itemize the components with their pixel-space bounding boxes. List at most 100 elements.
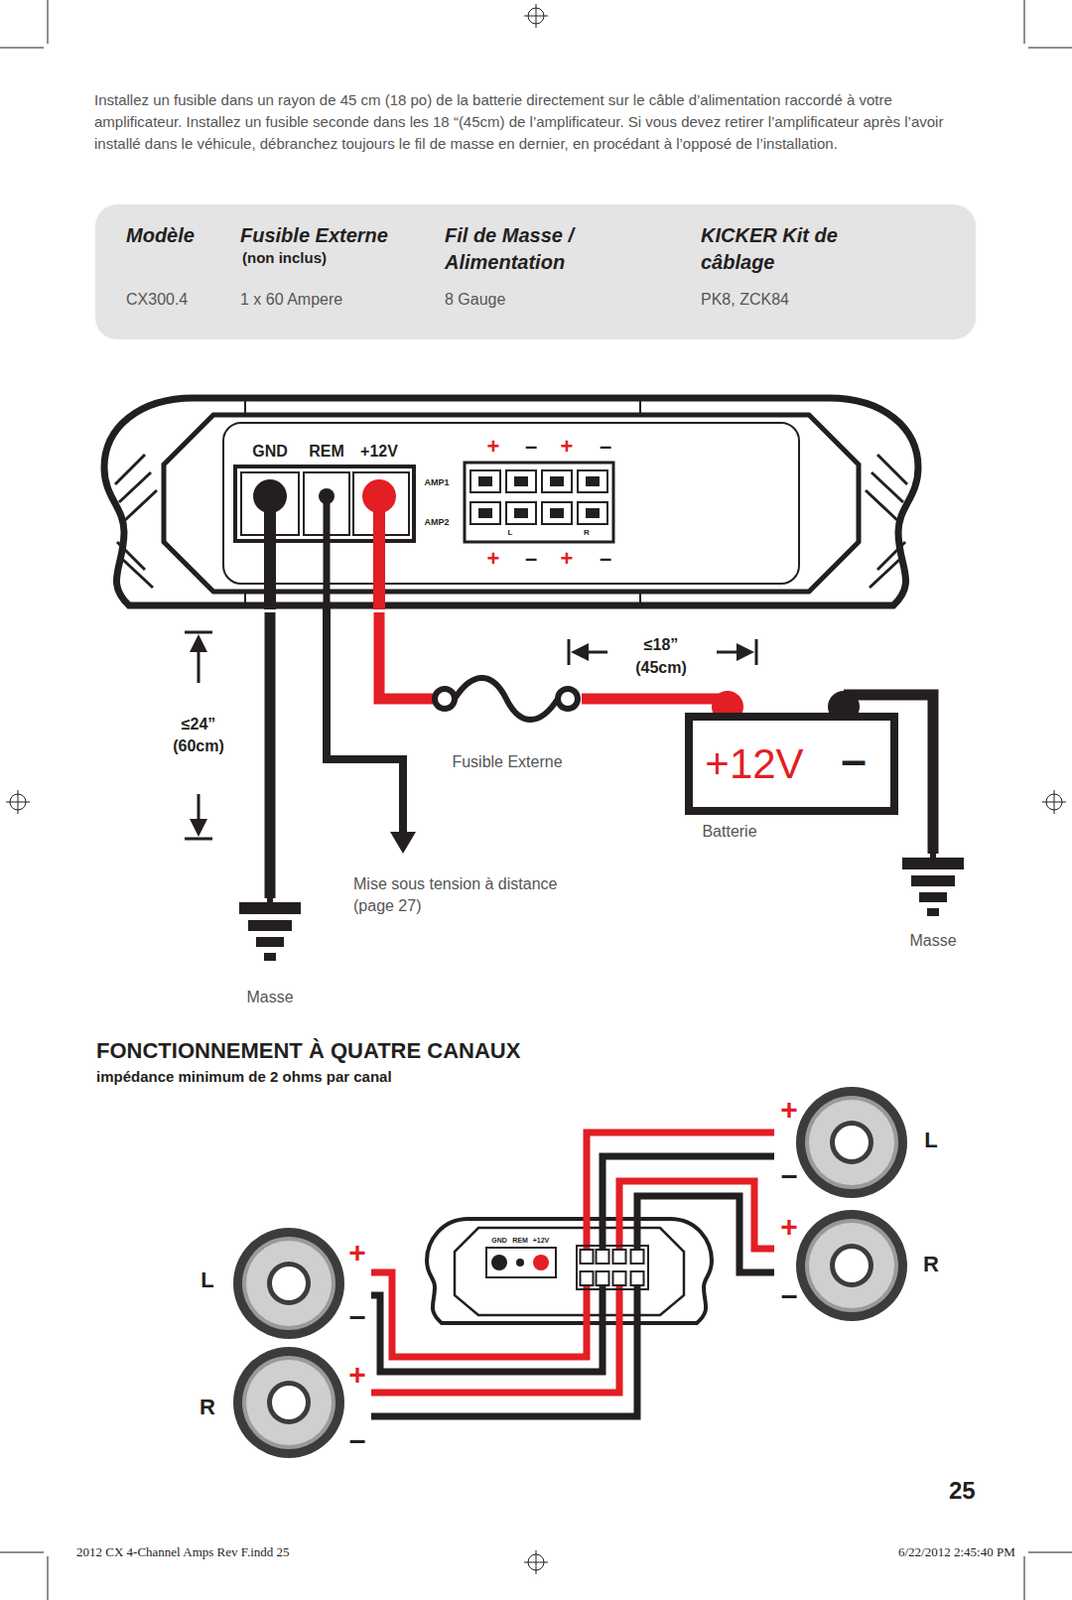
node-text: – bbox=[599, 545, 612, 572]
drawing-part bbox=[536, 3, 537, 28]
drawing-part bbox=[829, 1120, 874, 1165]
node-text: Batterie bbox=[701, 820, 757, 843]
drawing-part bbox=[464, 462, 614, 542]
node-text: + bbox=[560, 545, 574, 572]
drawing-part bbox=[834, 1248, 869, 1283]
node-text: R bbox=[199, 1394, 216, 1421]
drawing-part bbox=[47, 1556, 49, 1600]
drawing-part bbox=[688, 716, 895, 811]
drawing-part bbox=[17, 790, 19, 814]
drawing-part bbox=[1028, 47, 1072, 49]
remote-wire bbox=[326, 607, 416, 854]
drawing-part bbox=[549, 508, 564, 519]
drawing-part bbox=[478, 476, 493, 487]
amplifier-outline bbox=[99, 393, 924, 613]
node-text: + bbox=[560, 433, 574, 460]
amplifier: GNDREM+12V+–+–AMP1AMP2LR+–+– bbox=[99, 393, 924, 613]
drawing-part bbox=[1024, 1556, 1026, 1600]
drawing-part bbox=[577, 502, 608, 525]
drawing-part bbox=[0, 1552, 44, 1554]
drawing-part bbox=[567, 639, 571, 666]
drawing-part bbox=[1028, 1552, 1072, 1554]
drawing-part bbox=[919, 892, 947, 903]
node-text: – bbox=[781, 1277, 799, 1314]
speaker: + – L bbox=[774, 1080, 948, 1205]
node-text: Masse bbox=[246, 986, 293, 1009]
table-header: Fil de Masse / Alimentation bbox=[444, 222, 654, 276]
table-cell: 8 Gauge bbox=[444, 289, 506, 309]
drawing-part bbox=[184, 837, 213, 841]
drawing-part bbox=[119, 472, 151, 503]
drawing-part bbox=[264, 952, 276, 961]
drawing-part bbox=[0, 47, 44, 49]
wire bbox=[371, 1326, 620, 1393]
node-text: REM bbox=[308, 441, 345, 461]
node-text: L bbox=[924, 1127, 938, 1154]
drawing-part bbox=[267, 1261, 311, 1306]
section-heading: FONCTIONNEMENT À QUATRE CANAUX bbox=[96, 1038, 521, 1065]
drawing-part bbox=[536, 1550, 537, 1575]
drawing-part bbox=[755, 639, 759, 666]
node-text: + bbox=[780, 1091, 799, 1128]
drawing-part bbox=[639, 591, 642, 606]
node-text: + bbox=[348, 1234, 367, 1271]
drawing-part bbox=[557, 688, 578, 709]
drawing-part bbox=[390, 831, 416, 854]
drawing-part bbox=[470, 502, 501, 525]
drawing-part bbox=[871, 472, 904, 503]
drawing-part bbox=[808, 1222, 895, 1309]
drawing-part bbox=[470, 470, 501, 493]
drawing-part bbox=[478, 508, 493, 519]
drawing-part bbox=[242, 1355, 336, 1450]
node-text: + bbox=[487, 433, 501, 460]
drawing-part bbox=[1024, 0, 1026, 44]
drawing-part bbox=[514, 508, 529, 519]
node-text: – bbox=[840, 732, 867, 788]
drawing-part bbox=[583, 1279, 591, 1327]
wire bbox=[379, 612, 433, 699]
drawing-part bbox=[541, 470, 572, 493]
node-text: + bbox=[348, 1356, 367, 1393]
speaker-outline bbox=[774, 1204, 948, 1328]
node-text: – bbox=[525, 433, 537, 460]
drawing-part bbox=[253, 479, 287, 514]
node-text: +12V bbox=[360, 441, 399, 461]
drawing-part bbox=[631, 1271, 645, 1286]
drawing-part bbox=[318, 488, 335, 505]
dimension-label: ≤18” bbox=[644, 635, 679, 655]
drawing-part bbox=[596, 1271, 610, 1286]
drawing-part bbox=[514, 476, 529, 487]
drawing-part bbox=[454, 677, 558, 720]
ground-symbol: Masse bbox=[896, 853, 970, 955]
drawing-part bbox=[869, 559, 900, 588]
drawing-part bbox=[233, 1227, 345, 1340]
drawing-part bbox=[613, 1249, 627, 1264]
node-text: – bbox=[349, 1298, 367, 1335]
drawing-part bbox=[271, 1266, 306, 1301]
node-text: – bbox=[599, 433, 612, 460]
drawing-part bbox=[541, 502, 572, 525]
drawing-part bbox=[736, 643, 755, 662]
drawing-part bbox=[596, 1249, 610, 1264]
drawing-part bbox=[639, 398, 642, 415]
drawing-part bbox=[834, 1125, 869, 1160]
speaker: +–R bbox=[193, 1342, 372, 1463]
dimension-24 bbox=[184, 632, 213, 839]
drawing-part bbox=[223, 422, 800, 584]
intro-paragraph: Installez un fusible dans un rayon de 45… bbox=[94, 89, 978, 155]
node-text: – bbox=[781, 1157, 799, 1194]
drawing-part bbox=[576, 1245, 649, 1290]
drawing-part bbox=[533, 1254, 549, 1271]
drawing-part bbox=[123, 559, 153, 588]
node-text: R bbox=[923, 1251, 939, 1278]
drawing-part bbox=[256, 937, 284, 947]
drawing-part bbox=[248, 920, 292, 932]
drawing-part bbox=[585, 508, 600, 519]
ground-symbol: Masse bbox=[233, 898, 307, 1013]
node-text: + bbox=[487, 545, 501, 572]
drawing-part bbox=[599, 1279, 607, 1327]
drawing-part bbox=[323, 496, 331, 610]
drawing-part bbox=[877, 454, 908, 485]
remote-note: Mise sous tension à distance (page 27) bbox=[353, 873, 592, 918]
